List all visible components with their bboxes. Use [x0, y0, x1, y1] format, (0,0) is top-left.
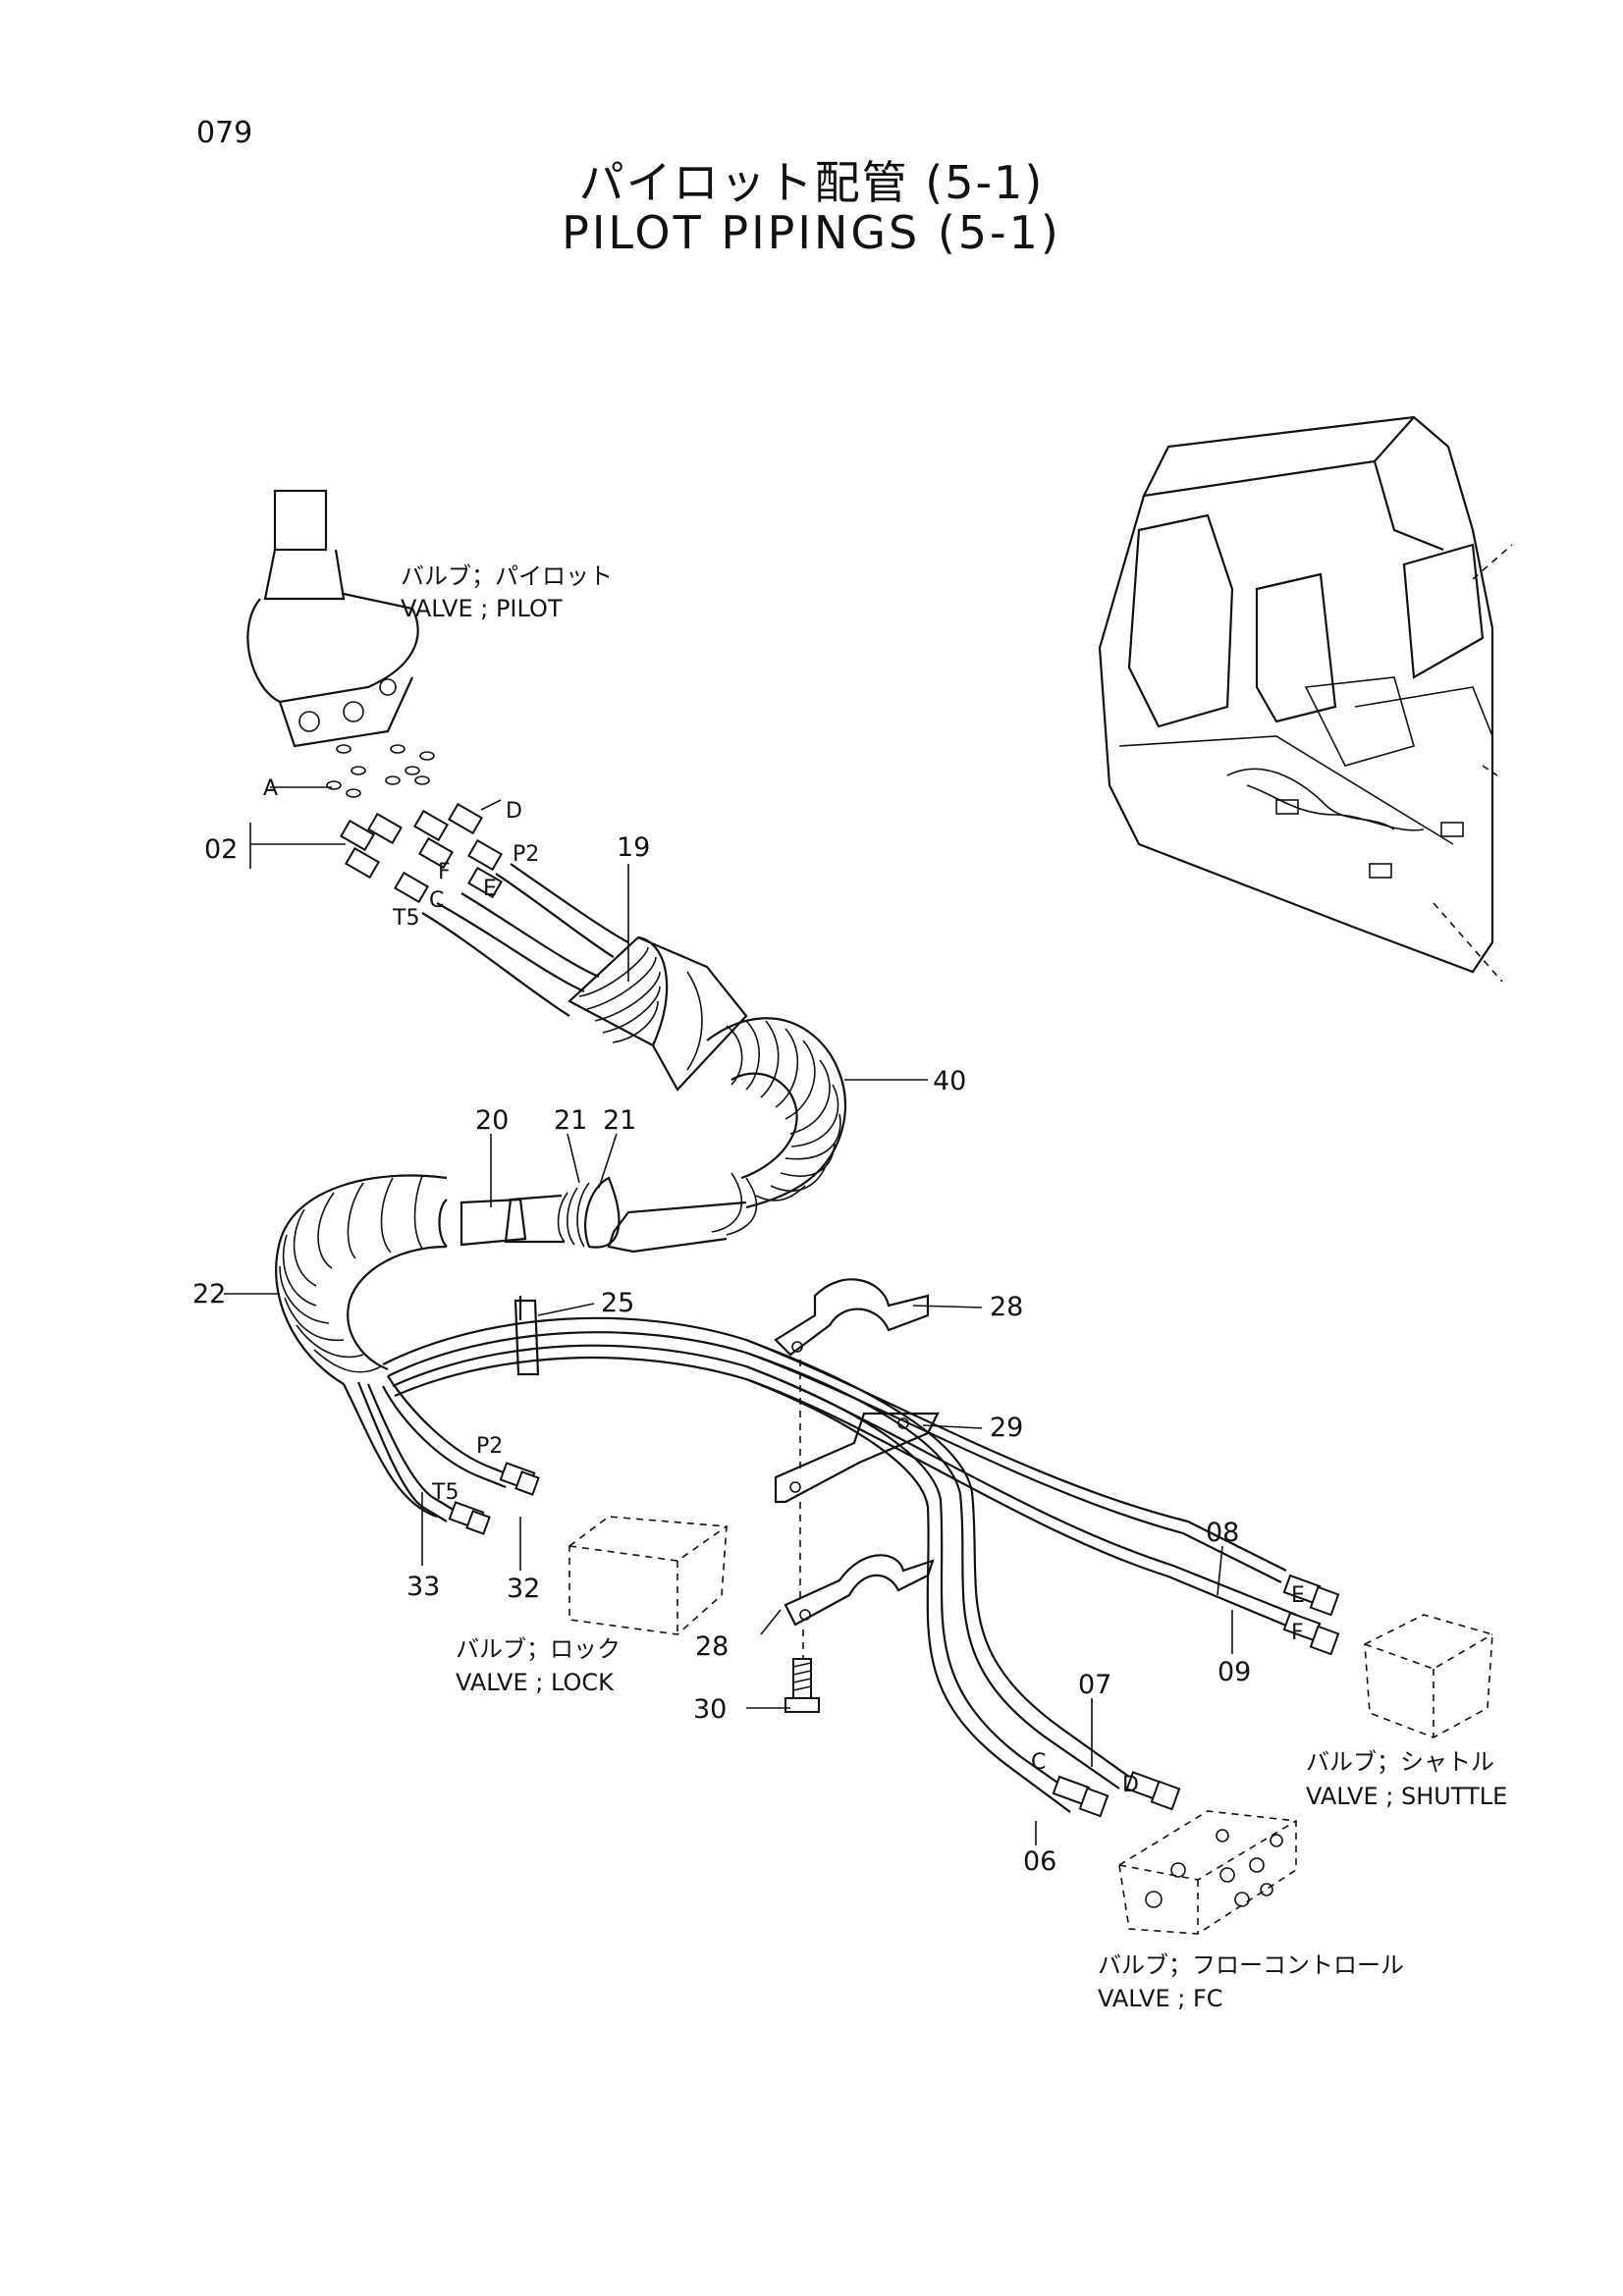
page-title-japanese: パイロット配管 (5-1) — [578, 156, 1045, 209]
clamp-28-upper — [774, 1278, 930, 1357]
page-title-english: PILOT PIPINGS (5-1) — [562, 206, 1061, 259]
leader-lines — [224, 786, 1233, 1845]
callout-A: A — [263, 776, 278, 801]
pilot-valve-illustration — [246, 489, 435, 798]
callout-C-fc: C — [1031, 1750, 1046, 1775]
fc-fittings — [1052, 1771, 1181, 1818]
callout-08: 08 — [1206, 1518, 1239, 1548]
callout-22: 22 — [192, 1279, 226, 1309]
o-rings — [326, 744, 435, 798]
callout-25: 25 — [601, 1288, 634, 1318]
callout-40: 40 — [933, 1066, 966, 1096]
pilot-valve-label-jp: バルブ；パイロット — [401, 562, 613, 590]
callout-F: F — [438, 860, 451, 884]
callout-19: 19 — [617, 832, 650, 863]
callout-C: C — [429, 888, 444, 913]
fc-valve-label-en: VALVE ; FC — [1098, 1985, 1223, 2012]
callout-09: 09 — [1217, 1657, 1251, 1687]
plate-29 — [774, 1412, 940, 1504]
lock-fittings — [448, 1462, 540, 1535]
callout-E: E — [483, 877, 497, 901]
callout-32: 32 — [507, 1574, 540, 1604]
callout-F-shuttle: F — [1291, 1621, 1304, 1645]
callout-P2-lower: P2 — [476, 1434, 503, 1459]
callout-33: 33 — [406, 1572, 440, 1602]
shuttle-valve-label-en: VALVE ; SHUTTLE — [1306, 1783, 1507, 1810]
lock-valve-box — [568, 1516, 728, 1635]
callout-02: 02 — [204, 834, 238, 865]
shuttle-valve-label-jp: バルブ；シャトル — [1306, 1748, 1494, 1776]
clamp-28-lower — [784, 1554, 935, 1627]
callout-28-upper: 28 — [990, 1292, 1023, 1322]
bellows-40 — [706, 1017, 847, 1236]
callout-D-fc: D — [1122, 1773, 1139, 1797]
callout-29: 29 — [990, 1413, 1023, 1443]
callout-07: 07 — [1078, 1670, 1111, 1700]
callout-E-shuttle: E — [1291, 1583, 1305, 1608]
callout-T5-lower: T5 — [431, 1480, 459, 1505]
callout-T5: T5 — [392, 906, 419, 931]
page-number: 079 — [196, 116, 253, 150]
callout-28-lower: 28 — [695, 1631, 729, 1662]
pilot-valve-label-en: VALVE ; PILOT — [401, 595, 563, 622]
callout-30: 30 — [693, 1694, 727, 1725]
shuttle-fittings — [1282, 1574, 1340, 1656]
callout-P2: P2 — [513, 842, 539, 867]
upper-hoses — [421, 863, 629, 1017]
fc-valve-label-jp: バルブ；フローコントロール — [1098, 1951, 1404, 1979]
protector-19 — [568, 935, 748, 1092]
bolt-30 — [784, 1658, 820, 1713]
lower-hoses — [343, 1316, 1297, 1813]
fc-valve-block — [1118, 1810, 1297, 1935]
band-25 — [514, 1296, 540, 1376]
callout-21b: 21 — [603, 1105, 636, 1136]
lock-valve-label-en: VALVE ; LOCK — [456, 1669, 615, 1696]
callout-06: 06 — [1023, 1846, 1056, 1877]
spiral-22 — [275, 1174, 448, 1385]
callout-21a: 21 — [554, 1105, 587, 1136]
callout-D: D — [506, 799, 522, 824]
callout-20: 20 — [475, 1105, 509, 1136]
tube-21 — [438, 1176, 747, 1254]
fittings-group — [340, 802, 503, 904]
cab-illustration — [1098, 415, 1513, 983]
lock-valve-label-jp: バルブ；ロック — [456, 1635, 621, 1663]
shuttle-valve-box — [1364, 1614, 1493, 1738]
